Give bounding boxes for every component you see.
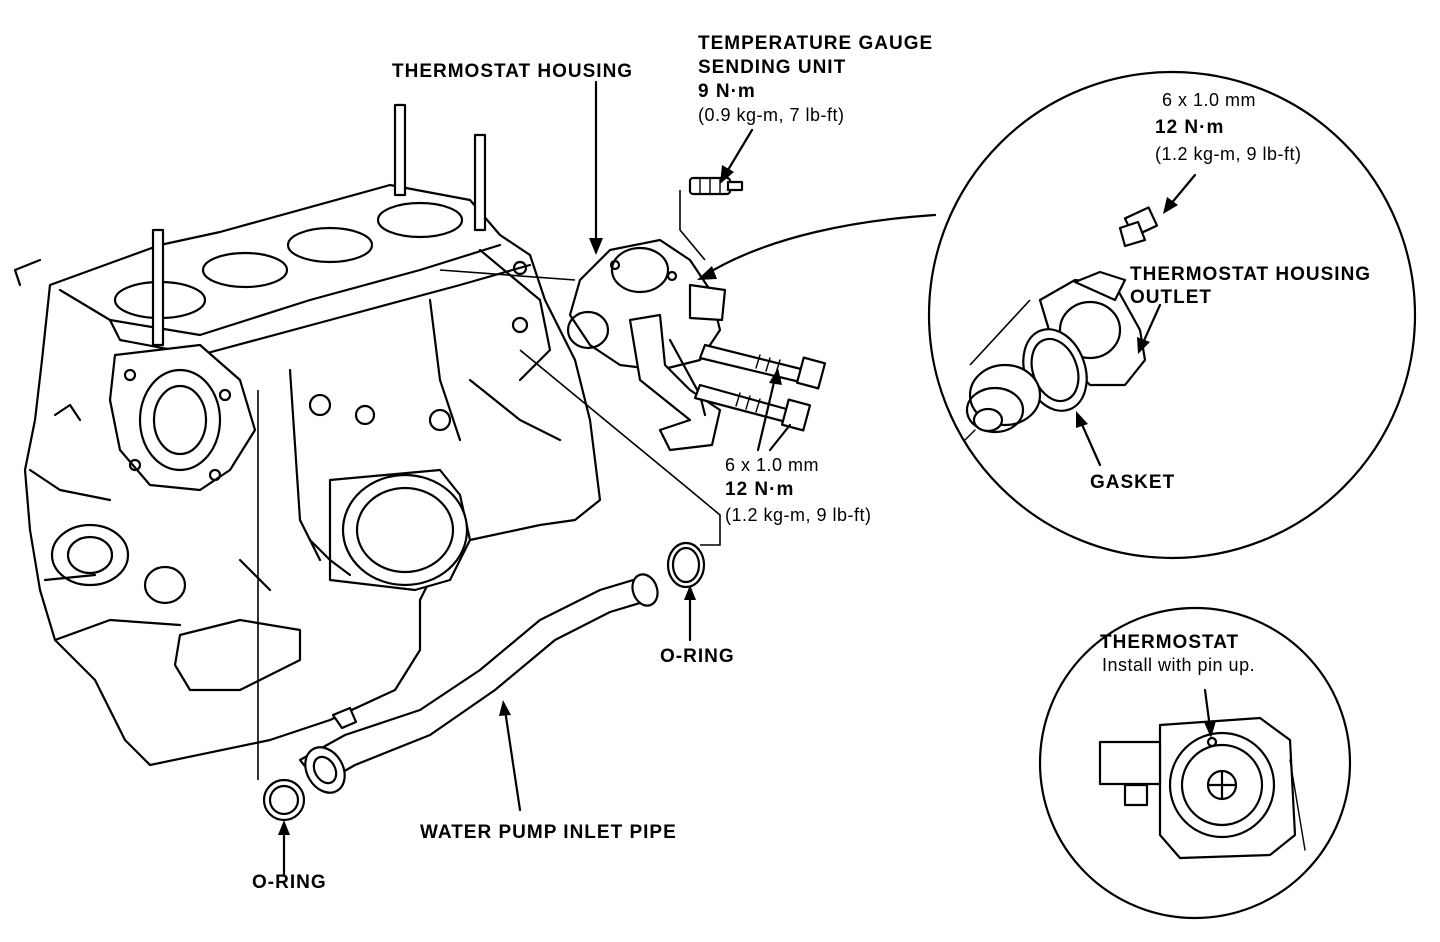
- detail-circle-outlet: [927, 70, 1417, 560]
- head-stud: [151, 228, 165, 347]
- thermostat-housing: [566, 238, 727, 452]
- water-pump-inlet-pipe: [298, 573, 659, 794]
- label-temp-gauge-1: TEMPERATURE GAUGE: [698, 33, 933, 54]
- housing-bolt: [698, 343, 827, 390]
- engine-block: [13, 103, 602, 767]
- housing-bracket: [628, 313, 722, 452]
- label-bolt-mid-torque-2: (1.2 kg-m, 9 lb-ft): [725, 505, 872, 525]
- label-thermostat-title: THERMOSTAT: [1100, 632, 1239, 653]
- label-o-ring-left: O-RING: [252, 872, 327, 893]
- label-temp-gauge-torque-2: (0.9 kg-m, 7 lb-ft): [698, 105, 845, 125]
- cylinder-bore: [376, 201, 464, 239]
- label-outlet-1: THERMOSTAT HOUSING: [1130, 264, 1371, 285]
- label-bolt-mid-size: 6 x 1.0 mm: [725, 455, 819, 475]
- label-temp-gauge-torque-1: 9 N·m: [698, 81, 756, 102]
- head-stud: [473, 133, 487, 232]
- oil-filter: [328, 468, 472, 592]
- label-bolt-mid-torque-1: 12 N·m: [725, 479, 794, 500]
- label-o-ring-right: O-RING: [660, 646, 735, 667]
- detail-circle-thermostat: [1038, 606, 1352, 920]
- label-bolt-top-torque-2: (1.2 kg-m, 9 lb-ft): [1155, 144, 1302, 164]
- label-thermostat-housing: THERMOSTAT HOUSING: [392, 61, 633, 82]
- head-stud: [393, 103, 407, 197]
- label-bolt-top-torque-1: 12 N·m: [1155, 117, 1224, 138]
- label-temp-gauge-2: SENDING UNIT: [698, 57, 846, 78]
- cylinder-bore: [286, 226, 374, 264]
- cylinder-bore: [201, 251, 289, 289]
- temperature-gauge-sending-unit: [688, 176, 744, 196]
- label-outlet-2: OUTLET: [1130, 287, 1212, 308]
- label-gasket: GASKET: [1090, 472, 1175, 493]
- label-water-pump-inlet-pipe: WATER PUMP INLET PIPE: [420, 822, 677, 843]
- label-thermostat-note: Install with pin up.: [1102, 655, 1255, 675]
- label-bolt-top-size: 6 x 1.0 mm: [1162, 90, 1256, 110]
